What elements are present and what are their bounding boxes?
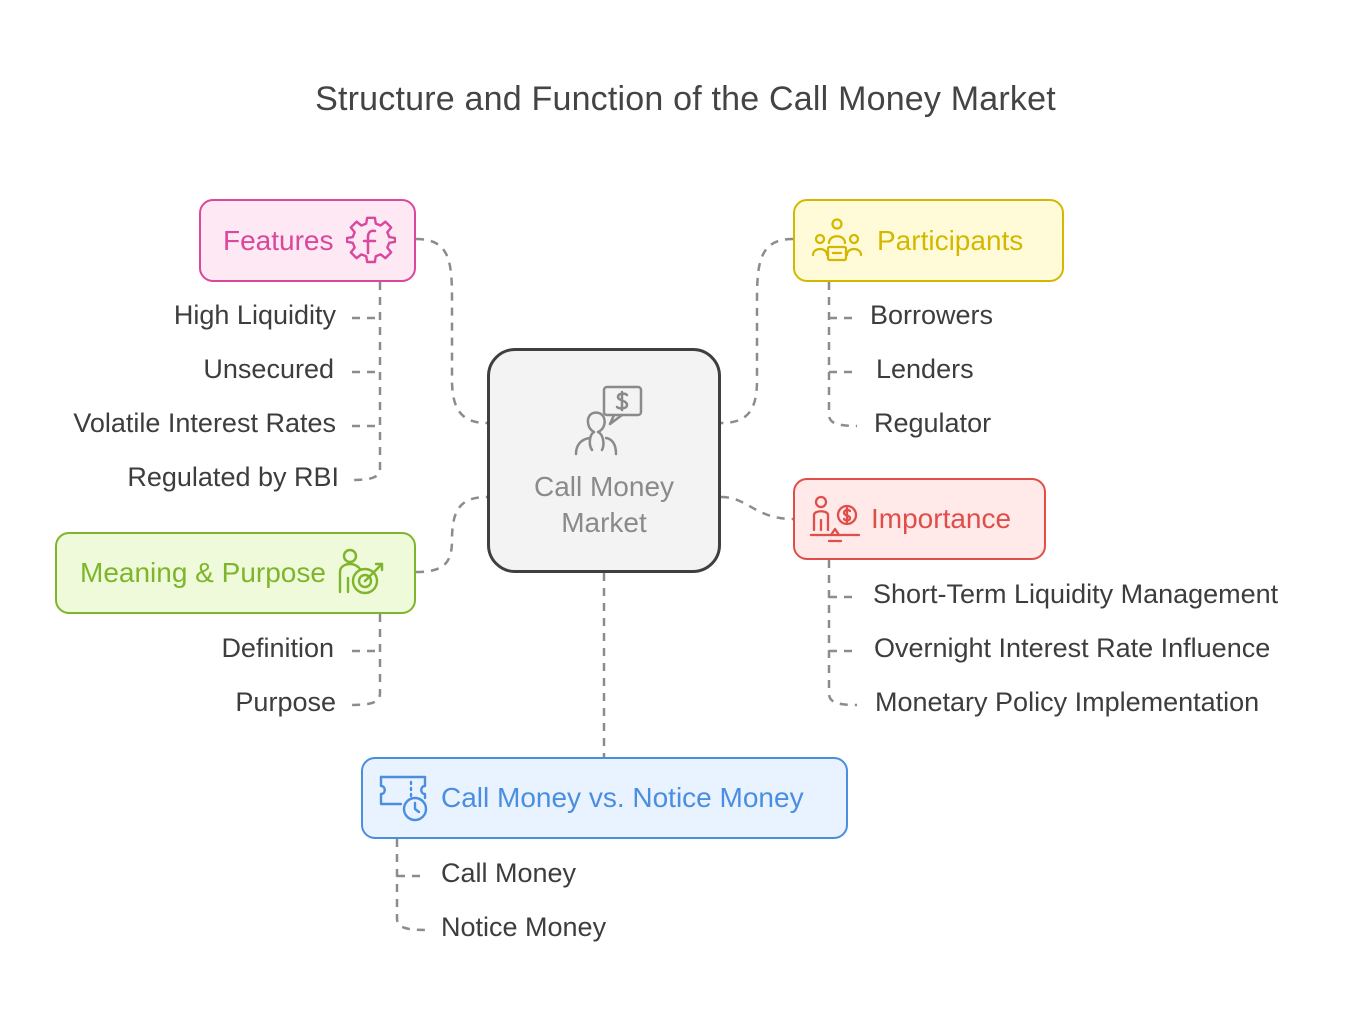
center-node-label: Call Money Market <box>533 471 675 538</box>
meaning-purpose-item: Purpose <box>235 687 336 717</box>
participants-item: Lenders <box>876 354 974 384</box>
participants-node: Participants <box>793 199 1064 282</box>
gear-f-icon <box>345 216 396 263</box>
importance-item: Monetary Policy Implementation <box>875 687 1260 717</box>
ticket-clock-icon <box>379 775 428 822</box>
importance-label: Importance <box>871 503 1012 534</box>
person-money-speech-icon <box>574 385 643 456</box>
meaning-purpose-label: Meaning & Purpose <box>80 557 326 588</box>
importance-item: Short-Term Liquidity Management <box>873 579 1279 609</box>
comparison-item: Call Money <box>441 858 577 888</box>
meaning-purpose-item: Definition <box>221 633 334 663</box>
person-target-icon <box>338 548 384 595</box>
importance-node: Importance <box>793 478 1046 560</box>
features-item: Regulated by RBI <box>127 462 339 492</box>
features-label: Features <box>223 224 334 256</box>
features-item: Unsecured <box>203 354 334 384</box>
center-node: Call Money Market <box>487 348 721 573</box>
features-item: Volatile Interest Rates <box>73 408 336 438</box>
meaning-purpose-node: Meaning & Purpose <box>55 532 416 614</box>
group-people-icon <box>811 217 863 261</box>
comparison-node: Call Money vs. Notice Money <box>361 757 848 839</box>
importance-item: Overnight Interest Rate Influence <box>874 633 1271 663</box>
comparison-item: Notice Money <box>441 912 607 942</box>
features-node: Features <box>199 199 416 282</box>
comparison-label: Call Money vs. Notice Money <box>441 782 804 813</box>
participants-item: Regulator <box>874 408 992 438</box>
features-item: High Liquidity <box>173 300 336 330</box>
participants-label: Participants <box>877 224 1024 256</box>
page-title: Structure and Function of the Call Money… <box>315 80 1056 118</box>
participants-item: Borrowers <box>870 300 994 330</box>
person-scale-dollar-icon <box>809 495 861 543</box>
